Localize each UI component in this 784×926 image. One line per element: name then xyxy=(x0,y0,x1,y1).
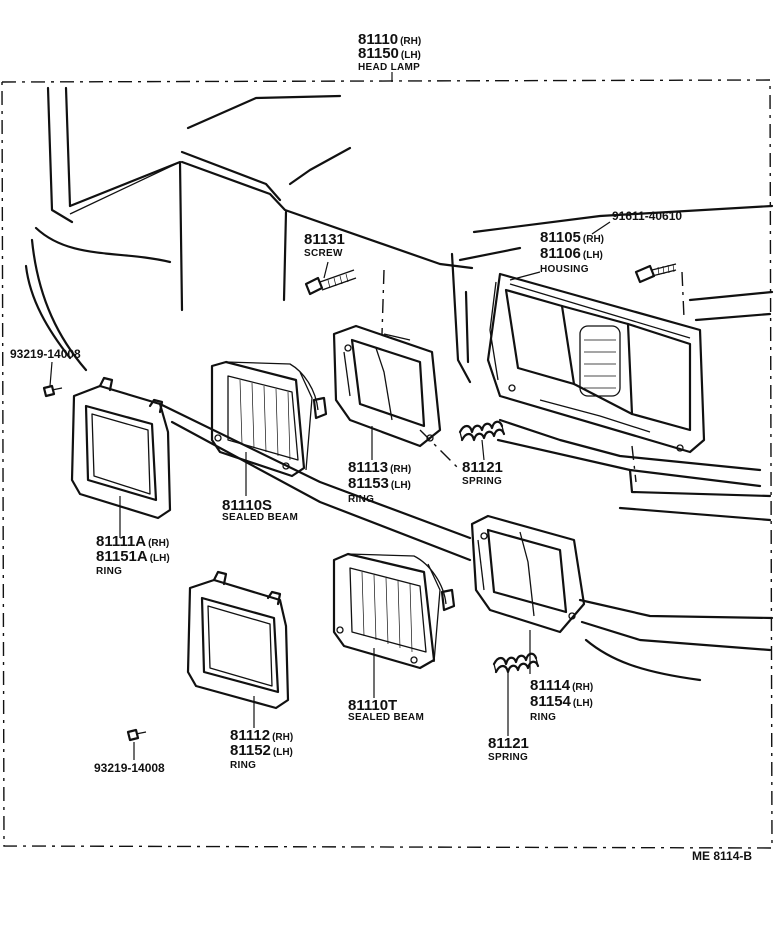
ring-lower-mount-part xyxy=(470,514,586,634)
side-marker: (RH) xyxy=(583,234,604,245)
part-number: 93219-14008 xyxy=(10,347,81,361)
ring-upper-bezel-part xyxy=(70,376,172,520)
side-marker: (RH) xyxy=(400,36,421,47)
side-marker: (LH) xyxy=(391,480,411,491)
part-number: 81121 xyxy=(462,459,503,476)
vehicle-body-outline xyxy=(24,86,774,682)
part-number: 81113(RH) xyxy=(348,459,411,476)
side-marker: (LH) xyxy=(273,747,293,758)
label-leaders xyxy=(49,72,611,760)
side-marker: (LH) xyxy=(150,553,170,564)
part-number: 81106(LH) xyxy=(540,245,603,262)
part-number: 81152(LH) xyxy=(230,742,293,759)
part-number: 81110T xyxy=(348,697,397,714)
part-name: RING xyxy=(348,494,374,505)
screw-part xyxy=(304,269,357,296)
side-marker: (RH) xyxy=(572,682,593,693)
reference-code: ME 8114-B xyxy=(692,849,752,863)
label-ring-lower-mount: 81114(RH)81154(LH) RING xyxy=(530,677,593,723)
part-number: 93219-14008 xyxy=(94,761,165,775)
part-name: RING xyxy=(230,760,256,771)
part-number: 81110S xyxy=(222,497,272,514)
part-number: 81112(RH) xyxy=(230,727,293,744)
bolt-part xyxy=(634,263,677,284)
label-screw-upper: 93219-14008 xyxy=(10,347,81,361)
label-bolt: 91611-40610 xyxy=(612,209,682,223)
part-name: SPRING xyxy=(462,476,502,487)
label-headlamp: 81110(RH)81150(LH)HEAD LAMP xyxy=(358,31,421,73)
side-marker: (LH) xyxy=(583,250,603,261)
part-name: SPRING xyxy=(488,752,528,763)
ring-upper-mount-part xyxy=(332,324,442,448)
spring-lower-part xyxy=(492,652,540,674)
part-number: 81110(RH) xyxy=(358,31,421,48)
part-number: 81131 xyxy=(304,231,345,248)
assembly-leader-lines xyxy=(381,269,685,483)
part-number: 81153(LH) xyxy=(348,475,411,492)
part-number: 81121 xyxy=(488,735,529,752)
side-marker: (RH) xyxy=(148,538,169,549)
housing-part xyxy=(486,272,706,454)
part-number: 81154(LH) xyxy=(530,693,593,710)
part-name: SCREW xyxy=(304,248,343,259)
diagram-frame xyxy=(1,79,773,849)
spring-upper-part xyxy=(458,420,506,442)
part-name: HOUSING xyxy=(540,264,589,275)
side-marker: (LH) xyxy=(573,698,593,709)
side-marker: (RH) xyxy=(272,732,293,743)
part-name: SEALED BEAM xyxy=(222,512,298,523)
part-name: HEAD LAMP xyxy=(358,62,420,73)
sealed-beam-s-part xyxy=(210,360,328,478)
part-number: 81150(LH) xyxy=(358,45,421,62)
part-number: 81111A(RH) xyxy=(96,533,169,550)
part-number: 81105(RH) xyxy=(540,229,604,246)
part-number: 91611-40610 xyxy=(612,209,682,223)
label-housing: 81105(RH)81106(LH) HOUSING xyxy=(540,229,604,275)
part-name: RING xyxy=(530,712,556,723)
part-number: 81114(RH) xyxy=(530,677,593,694)
side-marker: (LH) xyxy=(401,50,421,61)
label-screw-lower: 93219-14008 xyxy=(94,761,165,775)
part-number: 81151A(LH) xyxy=(96,548,170,565)
screw-lower-part xyxy=(126,728,147,742)
screw-upper-part xyxy=(42,384,63,398)
label-ring-upper-bezel: 81111A(RH)81151A(LH)RING xyxy=(96,533,170,577)
side-marker: (RH) xyxy=(390,464,411,475)
label-ring-upper-mount: 81113(RH)81153(LH) RING xyxy=(348,459,411,505)
part-name: RING xyxy=(96,566,122,577)
part-name: SEALED BEAM xyxy=(348,712,424,723)
ring-lower-bezel-part xyxy=(186,570,290,710)
label-ring-lower-bezel: 81112(RH)81152(LH)RING xyxy=(230,727,293,771)
sealed-beam-t-part xyxy=(332,552,456,670)
